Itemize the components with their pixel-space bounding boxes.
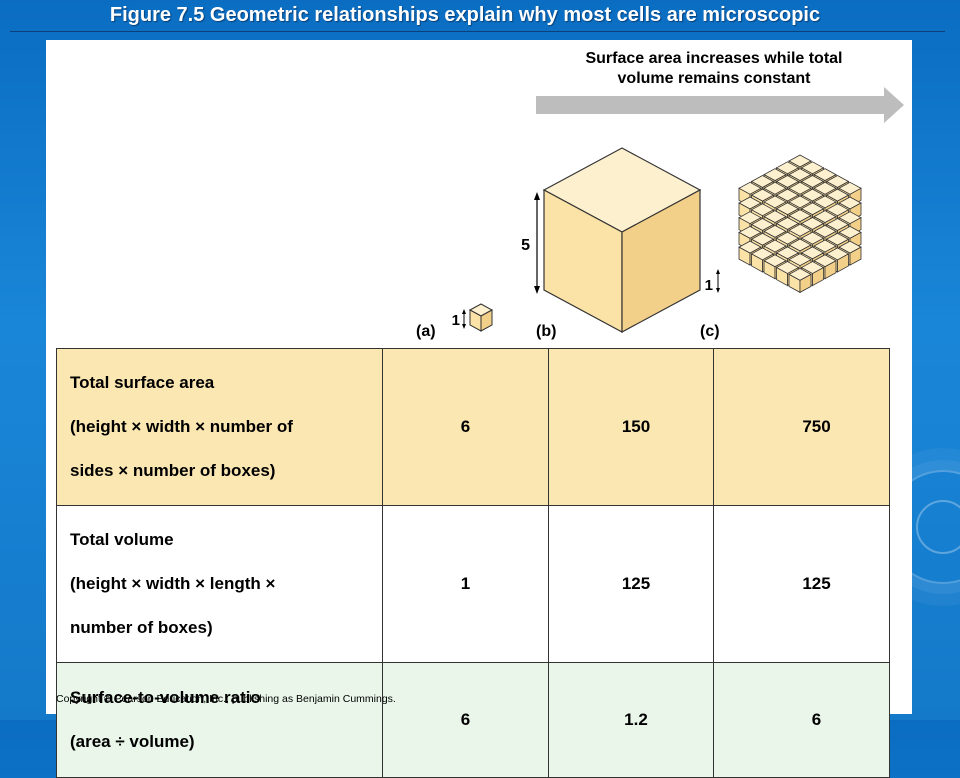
table-cell: 125 [713,505,890,663]
cube-b-dimension: 5 [521,237,530,254]
row-header-line: Total surface area [70,373,215,392]
comparison-table: Total surface area (height × width × num… [56,348,890,778]
row-header: Total surface area (height × width × num… [56,348,383,506]
water-ripple-decoration-inner [916,500,960,554]
cell-value: 750 [802,417,831,436]
cube-grid-c [738,154,862,294]
row-header-line: sides × number of boxes) [70,461,276,480]
row-header-line: (height × width × number of [70,417,293,436]
title-divider [10,31,945,32]
cell-value: 125 [621,574,651,593]
cell-value: 1 [460,574,471,593]
table-cell: 6 [382,662,549,778]
slide-title: Figure 7.5 Geometric relationships expla… [109,4,821,26]
row-header-line: (area ÷ volume) [70,732,195,751]
table-row-ratio: Surface-to-volume ratio (area ÷ volume) … [56,662,890,778]
table-row-volume: Total volume (height × width × length × … [56,505,890,663]
diagram-heading-line1: Surface area increases while total [585,50,842,67]
table-cell: 750 [713,348,890,506]
cube-diagram: Surface area increases while total volum… [416,50,904,340]
table-cell: 1 [382,505,549,663]
diagram-heading-line2: volume remains constant [618,70,812,87]
table-cell: 6 [382,348,549,506]
cell-value: 125 [802,574,831,593]
cell-value: 6 [460,417,471,436]
row-header-line: Total volume [70,530,174,549]
row-header: Surface-to-volume ratio (area ÷ volume) [56,662,383,778]
small-cube [788,267,812,294]
cell-value: 150 [621,417,651,436]
row-header: Total volume (height × width × length × … [56,505,383,663]
cube-a-label: (a) [416,323,436,340]
cube-a-dimension: 1 [452,312,460,329]
table-cell: 150 [548,348,714,506]
row-header-line: number of boxes) [70,618,213,637]
increase-arrow [536,87,904,123]
row-header-line: (height × width × length × [70,574,276,593]
copyright-notice: Copyright © Pearson Education, Inc., pub… [56,693,396,705]
cube-b-label: (b) [536,323,556,340]
figure-panel: Surface area increases while total volum… [46,40,912,778]
table-row-surface-area: Total surface area (height × width × num… [56,348,890,506]
table-cell: 6 [713,662,890,778]
large-cube-b: 5 [521,147,702,334]
cube-c-dimension: 1 [705,277,713,294]
table-cell: 1.2 [548,662,714,778]
cube-c-dimension-marker: 1 [705,269,720,294]
small-cube-a: 1 [452,303,494,332]
table-cell: 125 [548,505,714,663]
row-header-line: Surface-to-volume ratio [70,688,261,707]
cube-c-label: (c) [700,323,720,340]
